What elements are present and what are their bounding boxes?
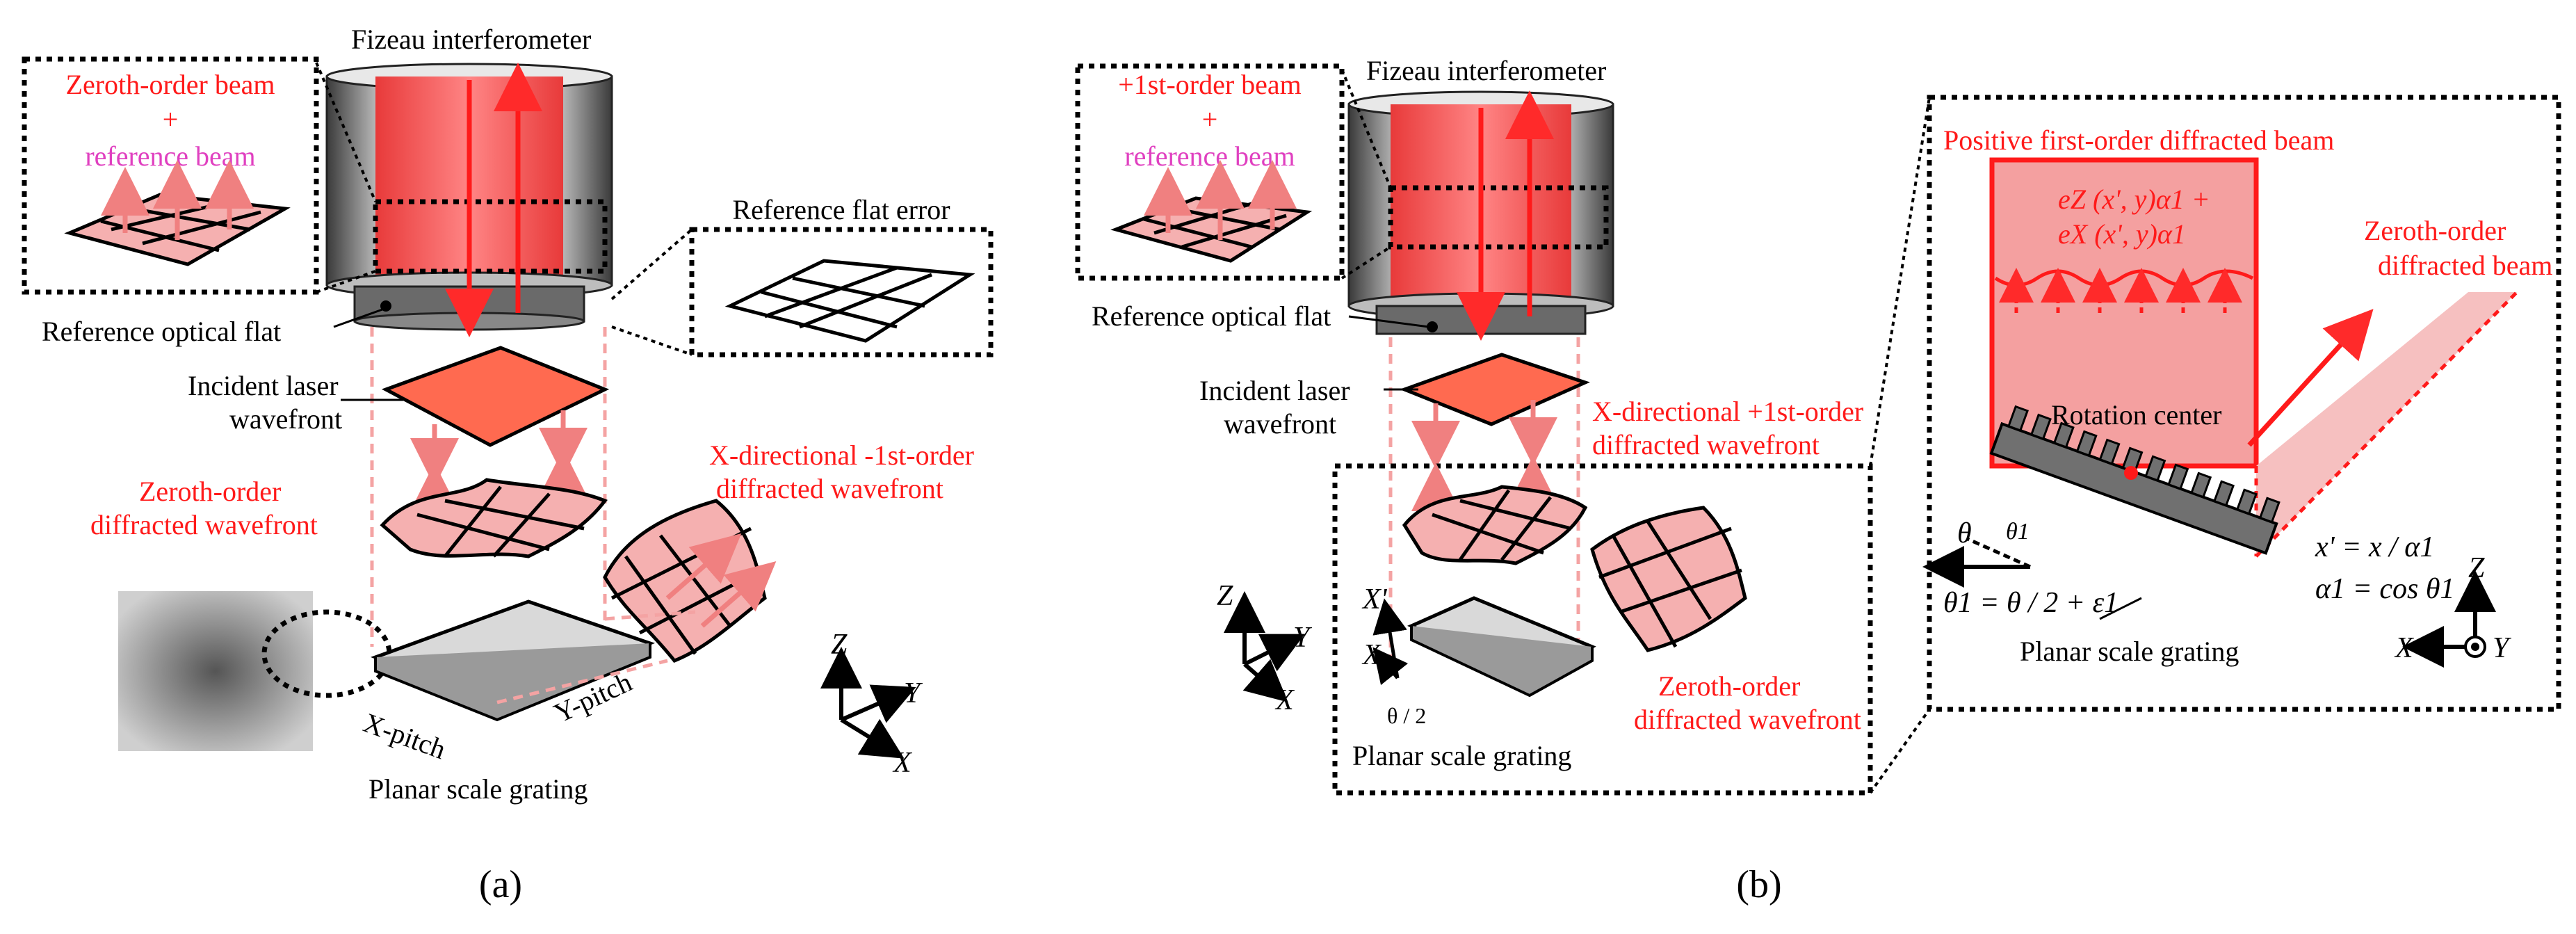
axis-z-a: Z: [831, 629, 848, 661]
planar-grating-a: [370, 599, 696, 722]
axis-z-detail: Z: [2468, 552, 2485, 584]
grating-label-detail: Planar scale grating: [2020, 636, 2239, 667]
zeroth-wavefront-b: [1590, 506, 1747, 652]
eq-theta1: θ1 = θ / 2 + ε1: [1943, 587, 2119, 619]
tilted-grating: [1989, 405, 2281, 555]
inset-lower-b: [1332, 463, 1873, 796]
fizeau-label-a: Fizeau interferometer: [351, 24, 591, 55]
axis-y-a: Y: [904, 677, 923, 709]
inset-first-reference: +1st-order beam + reference beam: [1075, 63, 1345, 281]
xdir-label-a-1: X-directional -1st-order: [709, 440, 974, 471]
zeroth-wavefront-label-a-2: diffracted wavefront: [90, 509, 318, 540]
zeroth-label-b-1: Zeroth-order: [1658, 670, 1800, 702]
axis-z-b: Z: [1217, 580, 1233, 612]
zeroth-beam-label-1: Zeroth-order: [2364, 215, 2506, 246]
zeroth-wavefront-label-a-1: Zeroth-order: [139, 476, 281, 507]
theta-label: θ: [1957, 517, 1972, 549]
zeroth-label-b-2: diffracted wavefront: [1634, 704, 1861, 735]
axes-a: [820, 647, 916, 759]
incident-label-a-1: Incident laser: [188, 370, 339, 401]
grating-label-a: Planar scale grating: [368, 773, 588, 805]
rotation-center-dot: [2124, 466, 2138, 480]
fizeau-label-b: Fizeau interferometer: [1366, 55, 1606, 86]
zeroth-wavefront-a: [380, 449, 608, 558]
axes-b: [1224, 591, 1305, 702]
first-beam-label: +1st-order beam: [1118, 69, 1302, 100]
rotation-center-label: Rotation center: [2051, 399, 2221, 430]
x-pitch-label: X-pitch: [359, 707, 450, 765]
theta1-label: θ1: [2006, 519, 2030, 545]
grating-micrograph: [118, 591, 313, 751]
reference-flat-error-label: Reference flat error: [732, 194, 950, 225]
zeroth-beam-label: Zeroth-order beam: [66, 69, 275, 100]
positive-beam-label: Positive first-order diffracted beam: [1943, 124, 2334, 156]
caption-b: (b): [1736, 863, 1781, 906]
panel-b: Fizeau interferometer +1st-order beam + …: [1075, 55, 1873, 906]
plus-sign-b: +: [1202, 104, 1218, 135]
zeroth-beam-label-2: diffracted beam: [2378, 250, 2552, 281]
error-line-2: eX (x', y)α1: [2058, 218, 2186, 250]
fizeau-interferometer-a: [325, 63, 613, 337]
axis-x-detail: X: [2394, 632, 2415, 664]
axis-y-b: Y: [1293, 622, 1313, 654]
xdir-minus1-wavefront: [603, 499, 777, 663]
fizeau-interferometer-b: [1347, 90, 1614, 341]
reference-optical-flat-label-b: Reference optical flat: [1092, 300, 1331, 332]
eq-alpha: α1 = cos θ1: [2315, 573, 2455, 605]
plus-sign-a: +: [163, 104, 179, 135]
eq-xprime: x' = x / α1: [2315, 531, 2434, 563]
xdir-label-b-2: diffracted wavefront: [1592, 429, 1820, 460]
error-line-1: eZ (x', y)α1 +: [2058, 184, 2210, 215]
planar-grating-b: [1407, 596, 1596, 698]
xdir-label-a-2: diffracted wavefront: [716, 473, 943, 504]
axis-x-a: X: [892, 747, 913, 779]
incident-label-a-2: wavefront: [229, 403, 342, 435]
panel-b-detail: Positive first-order diffracted beam eZ …: [1869, 95, 2561, 794]
reference-beam-label-a: reference beam: [85, 140, 255, 172]
axis-xprime-b: X': [1361, 583, 1388, 615]
panel-a: Fizeau interferometer Zeroth-order beam …: [22, 24, 994, 906]
grating-label-b: Planar scale grating: [1352, 740, 1571, 771]
incident-wavefront-a: [381, 346, 610, 487]
incident-wavefront-b: [1399, 353, 1590, 469]
inset-zeroth-reference: Zeroth-order beam + reference beam: [22, 56, 319, 295]
incident-label-b-1: Incident laser: [1199, 375, 1350, 406]
xdir-plus1-wavefront: [1402, 456, 1588, 565]
axis-x-b-grating: X: [1361, 639, 1382, 671]
axis-y-detail: Y: [2493, 632, 2512, 664]
inset-reference-flat-error: Reference flat error: [689, 194, 994, 357]
reference-beam-label-b: reference beam: [1124, 140, 1295, 172]
reference-optical-flat-label-a: Reference optical flat: [42, 316, 281, 347]
xdir-label-b-1: X-directional +1st-order: [1592, 396, 1863, 427]
positive-beam: [1989, 157, 2259, 469]
theta-half-label: θ / 2: [1387, 703, 1426, 728]
caption-a: (a): [479, 863, 522, 906]
axis-x-b: X: [1274, 684, 1295, 716]
axes-detail: [2402, 570, 2496, 668]
incident-label-b-2: wavefront: [1224, 408, 1336, 440]
